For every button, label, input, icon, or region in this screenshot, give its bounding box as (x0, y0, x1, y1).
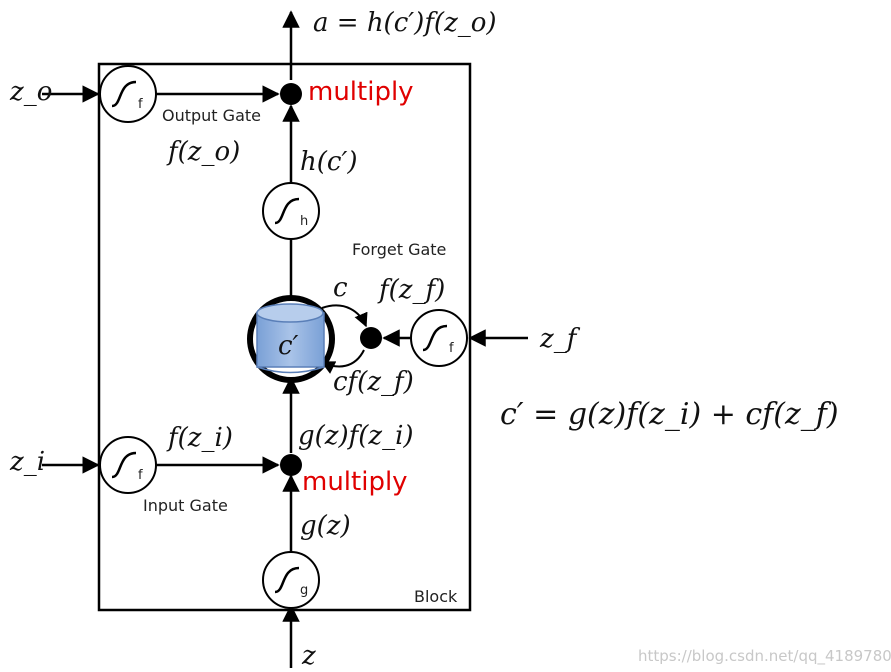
cell-update-equation: c′ = g(z)f(z_i) + cf(z_f) (500, 397, 839, 432)
h-activation: h (262, 182, 320, 240)
forget-gate-label: Forget Gate (352, 240, 446, 259)
output-equation: a = h(c′)f(z_o) (313, 8, 497, 38)
cf-zf-label: cf(z_f) (333, 367, 414, 397)
multiply-node-bottom (280, 454, 302, 476)
gz-fzi-label: g(z)f(z_i) (298, 421, 414, 451)
h-c-label: h(c′) (300, 147, 358, 177)
multiply-node-forget (360, 327, 382, 349)
zf-label: z_f (539, 324, 581, 354)
z-label: z (301, 641, 316, 671)
zi-label: z_i (9, 447, 45, 477)
h-activation-label: h (300, 214, 308, 229)
g-z-label: g(z) (300, 511, 351, 541)
memory-cell: c′ (247, 295, 335, 383)
input-gate-activation: f (99, 436, 157, 494)
block-label: Block (414, 587, 458, 606)
input-gate-activation-label: f (138, 468, 143, 483)
forget-gate-activation: f (410, 309, 468, 367)
multiply-top-label: multiply (308, 77, 414, 107)
multiply-node-top (280, 83, 302, 105)
output-gate-label: Output Gate (162, 106, 261, 125)
c-label: c (333, 273, 348, 303)
cell-to-forget-multiply-arrow (321, 304, 368, 328)
g-activation-label: g (300, 583, 308, 598)
f-zo-label: f(z_o) (166, 137, 240, 167)
g-activation: g (262, 551, 320, 609)
output-gate-activation: f (99, 65, 157, 123)
input-gate-label: Input Gate (143, 496, 228, 515)
multiply-bottom-label: multiply (302, 467, 408, 497)
watermark: https://blog.csdn.net/qq_41897800 (638, 647, 891, 666)
f-zi-label: f(z_i) (166, 423, 233, 453)
f-zf-label: f(z_f) (377, 275, 445, 305)
cell-label: c′ (278, 331, 299, 361)
output-gate-activation-label: f (138, 97, 143, 112)
forget-gate-activation-label: f (449, 341, 454, 356)
zo-label: z_o (9, 77, 52, 107)
